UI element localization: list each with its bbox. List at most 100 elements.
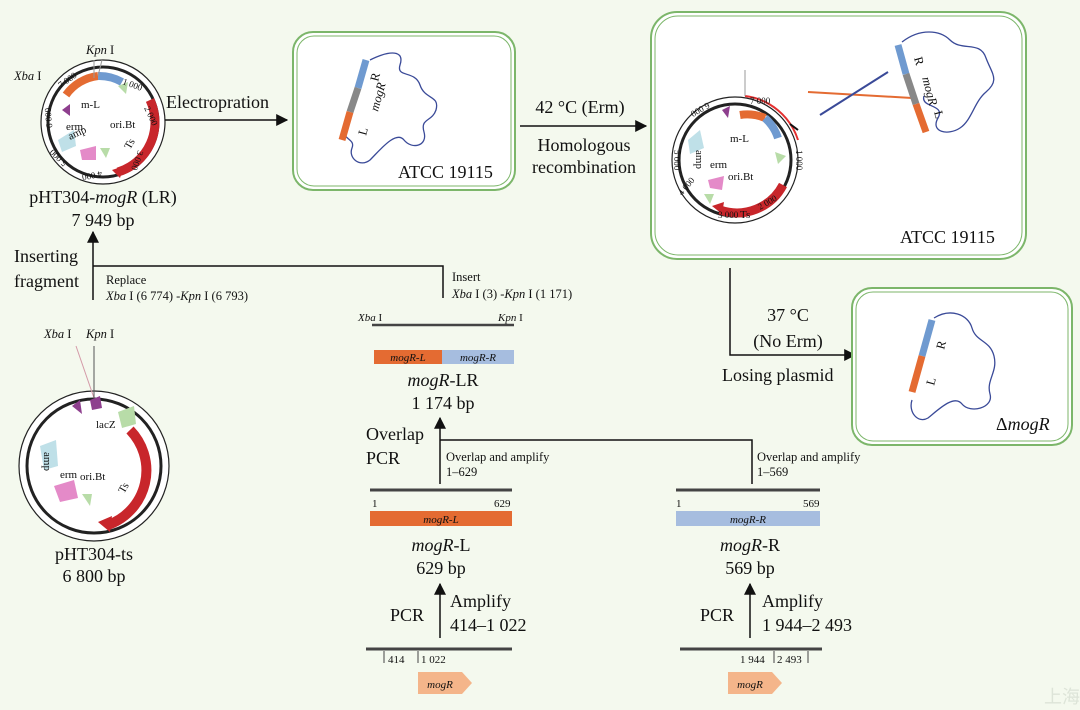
lr-xba-label: Xba I [357, 312, 382, 324]
r-bar-label: mogR-R [730, 514, 766, 526]
delta-mogr-label: ΔmogR [996, 414, 1050, 434]
plasmid-ts-name: pHT304-ts [55, 544, 133, 564]
plasmid-lr-erm: erm [66, 121, 84, 133]
amp-piece-icon [58, 130, 76, 152]
erm-piece-icon [80, 146, 96, 160]
plasmid-lr-tick: 4 000 [81, 169, 103, 182]
plasmid-lr-ml: m-L [81, 99, 100, 111]
plasmid-lr-map: m-L erm amp ori.Bt Ts 1 000 2 000 3 000 … [40, 59, 166, 185]
amplify-right-label: Amplify [762, 591, 823, 611]
chrom3-l-label: L [923, 376, 939, 387]
l-bar-label: mogR-L [423, 514, 458, 526]
genome-left-end: 1 022 [421, 654, 446, 666]
gene-arrow-right-label: mogR [737, 679, 763, 691]
int-plasmid-ts: Ts [740, 209, 750, 221]
chromosome-loop-icon [910, 312, 996, 421]
plasmid-lr-tick: 6 000 [43, 107, 55, 129]
ori-piece-icon [118, 82, 128, 94]
plasmid-lr-kpn: Kpn I [85, 43, 114, 57]
overlap-amplify-left: Overlap and amplify [446, 450, 550, 464]
amplify-left-label: Amplify [450, 591, 511, 611]
plasmid-ts-amp: amp [41, 452, 53, 471]
delta-mogr-box [851, 287, 1073, 446]
ori-piece-icon [118, 406, 136, 428]
replace-label: Replace [106, 273, 147, 287]
plasmid-ts-lacz: lacZ [96, 419, 116, 431]
amp-piece-icon [40, 440, 58, 470]
int-plasmid-erm: erm [710, 159, 728, 171]
plasmid-ts-xba: Xba I [43, 327, 71, 341]
r-start: 1 [676, 498, 682, 510]
range-right: 1–569 [757, 465, 788, 479]
int-plasmid-ml: m-L [730, 133, 749, 145]
int-plasmid-tick: 1 000 [794, 150, 804, 171]
l-bar [370, 511, 512, 526]
gene-arrow-icon [418, 672, 472, 694]
watermark: 上海 [1044, 687, 1080, 707]
plasmid-ts-erm: erm [60, 469, 78, 481]
plasmid-ts-size: 6 800 bp [63, 566, 126, 586]
lr-kpn-label: Kpn I [497, 312, 523, 324]
insert-sites: Xba I (3) -Kpn I (1 171) [451, 287, 572, 301]
recombination-label: recombination [532, 157, 636, 177]
int-plasmid-tick: 3 000 [718, 210, 739, 220]
l-size: 629 bp [416, 558, 466, 578]
r-size: 569 bp [725, 558, 775, 578]
lr-size: 1 174 bp [412, 393, 475, 413]
integrated-plasmid-map: m-L erm amp ori.Bt Ts 7 000 1 000 2 000 … [671, 70, 804, 224]
plasmid-lr-xba: Xba I [13, 69, 41, 83]
range-left: 1–629 [446, 465, 477, 479]
gene-arrow-icon [728, 672, 782, 694]
atcc-label-2: ATCC 19115 [900, 227, 995, 247]
r-end: 569 [803, 498, 820, 510]
lacz-piece-icon [62, 104, 70, 116]
plasmid-ts-kpn: Kpn I [85, 327, 114, 341]
electroporation-label: Electropration [166, 92, 269, 112]
genome-right-end: 2 493 [777, 654, 802, 666]
atcc-box-1 [292, 31, 516, 191]
lr-bar-right [442, 350, 514, 364]
homologous-label: Homologous [537, 135, 630, 155]
l-name: mogR-L [412, 535, 471, 555]
chrom2-l-label: L [931, 109, 947, 120]
genome-right-start: 1 944 [740, 654, 765, 666]
int-plasmid-tick: 5 000 [672, 150, 682, 171]
amplify-right-range: 1 944–2 493 [762, 615, 852, 635]
losing-plasmid-label: Losing plasmid [722, 365, 834, 385]
r-name: mogR-R [720, 535, 780, 555]
chromosome-loop-icon [342, 52, 438, 164]
inserting-label: Inserting [14, 246, 78, 266]
int-plasmid-tick: 7 000 [750, 96, 771, 106]
lr-name: mogR-LR [408, 370, 479, 390]
genome-left-start: 414 [388, 654, 405, 666]
plasmid-ts-ori: ori.Bt [80, 471, 105, 483]
plasmid-lr-name: pHT304-mogR (LR) [29, 187, 177, 208]
erm-piece-icon [54, 480, 78, 502]
plasmid-lr-size: 7 949 bp [72, 210, 135, 230]
l-start: 1 [372, 498, 378, 510]
gene-arrow-left-label: mogR [427, 679, 453, 691]
lr-bar-left-label: mogR-L [390, 352, 425, 364]
overlap-amplify-right: Overlap and amplify [757, 450, 861, 464]
lr-bar-right-label: mogR-R [460, 352, 496, 364]
overlap-pcr-label: PCR [366, 448, 400, 468]
temp-erm-label: 42 °C (Erm) [535, 97, 624, 118]
temp-37-label: 37 °C [767, 305, 809, 325]
pcr-left-label: PCR [390, 605, 424, 625]
plasmid-ts-map: lacZ amp erm ori.Bt Ts [18, 345, 170, 542]
fragment-label: fragment [14, 271, 79, 291]
l-end: 629 [494, 498, 511, 510]
replace-sites: Xba I (6 774) -Kpn I (6 793) [105, 289, 248, 303]
int-plasmid-amp: amp [693, 150, 705, 169]
no-erm-label: (No Erm) [753, 331, 822, 352]
pcr-right-label: PCR [700, 605, 734, 625]
amplify-left-range: 414–1 022 [450, 615, 527, 635]
plasmid-lr-ori: ori.Bt [110, 119, 135, 131]
r-bar [676, 511, 820, 526]
int-plasmid-ori: ori.Bt [728, 171, 753, 183]
overlap-label: Overlap [366, 424, 424, 444]
chromosome-loop-icon [901, 31, 995, 133]
atcc-label-1: ATCC 19115 [398, 162, 493, 182]
insert-label: Insert [452, 270, 481, 284]
